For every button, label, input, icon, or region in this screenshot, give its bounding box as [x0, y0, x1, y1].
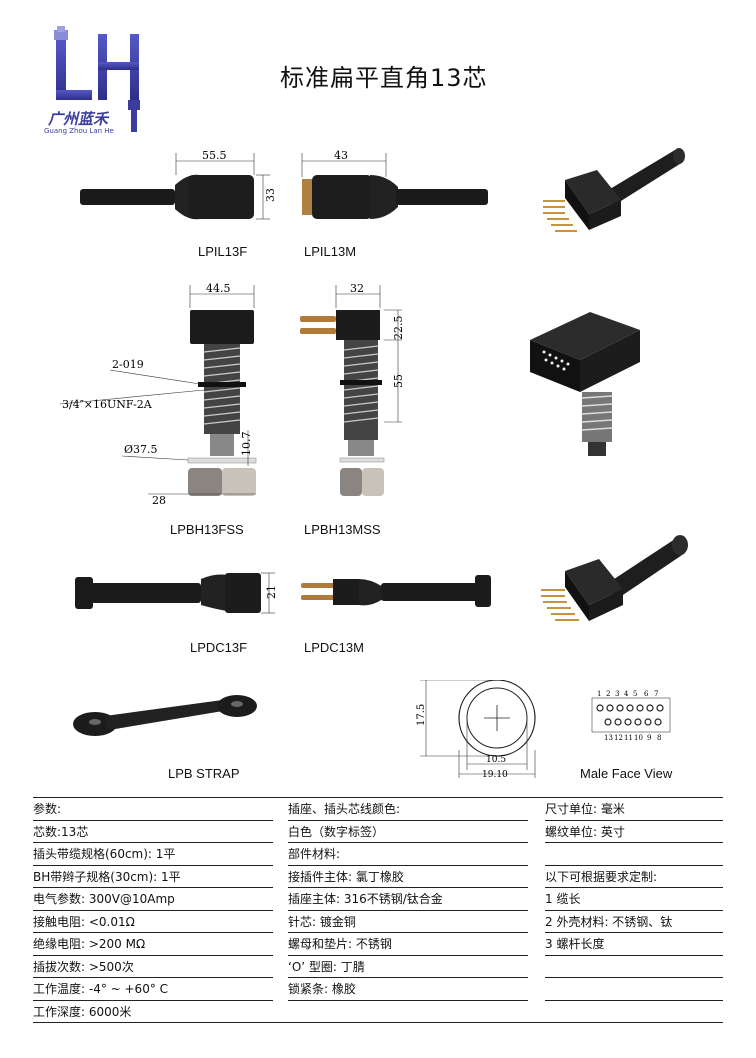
strap-drawing — [73, 695, 257, 736]
spec-row: 电气参数: 300V@10Amp — [33, 888, 273, 911]
logo-chinese-text: 广州蓝禾 — [48, 110, 109, 128]
lpdc13m-label: LPDC13M — [304, 640, 364, 655]
lpbh-drawing: 44.5 2-019 3/4″×16UNF-2A Ø37.5 10.7 28 3… — [59, 282, 405, 507]
logo-english-text: Guang Zhou Lan He — [44, 127, 114, 135]
lpil13m-pins — [302, 179, 312, 215]
spec-row: 部件材料: — [288, 843, 528, 866]
spec-row: ‘O’ 型圈: 丁腈 — [288, 956, 528, 978]
spec-row: 工作深度: 6000米 — [33, 1001, 723, 1023]
svg-text:11: 11 — [624, 734, 633, 742]
spec-top-rule — [33, 797, 723, 798]
lpil13m-cable — [396, 189, 488, 205]
svg-text:3: 3 — [615, 690, 619, 698]
spec-row: 锁紧条: 橡胶 — [288, 978, 528, 1001]
circle-drawing: 17.5 10.5 19.10 — [416, 680, 536, 780]
spec-row: 芯数:13芯 — [33, 821, 273, 843]
svg-text:8: 8 — [657, 734, 661, 742]
lpbh13mss-width-dim: 32 — [350, 282, 364, 295]
svg-text:1: 1 — [597, 690, 601, 698]
spec-row: 2 外壳材料: 不锈钢、钛 — [545, 911, 723, 933]
lpbh13fss-head — [190, 310, 254, 344]
svg-text:13: 13 — [604, 734, 613, 742]
spec-row: 插头带缆规格(60cm): 1平 — [33, 843, 273, 866]
lpbh13mss-body-dim: 55 — [392, 374, 405, 388]
spec-column-3: 尺寸单位: 毫米 螺纹单位: 英寸 以下可根据要求定制: 1 缆长 2 外壳材料… — [545, 798, 723, 1001]
lpbh13mss-top-dim: 22.5 — [392, 316, 405, 341]
spec-column-1: 参数: 芯数:13芯 插头带缆规格(60cm): 1平 BH带辫子规格(30cm… — [33, 798, 723, 1023]
strap-label: LPB STRAP — [168, 766, 240, 781]
lpil13f-cable — [80, 189, 175, 205]
circle-inner-dim: 10.5 — [486, 755, 506, 765]
spec-row — [545, 843, 723, 866]
lpil13m-width-dim: 43 — [334, 149, 348, 162]
spec-row: 尺寸单位: 毫米 — [545, 798, 723, 821]
spec-row: 针芯: 镀金铜 — [288, 911, 528, 933]
spec-row: 螺纹单位: 英寸 — [545, 821, 723, 843]
lpbh-3d-render — [530, 312, 640, 456]
spec-row: 参数: — [33, 798, 273, 821]
lpbh13fss-oring-dim: 2-019 — [112, 358, 144, 371]
spec-row — [545, 956, 723, 978]
spec-row: 1 缆长 — [545, 888, 723, 911]
spec-row: 白色（数字标签） — [288, 821, 528, 843]
spec-row: 插座主体: 316不锈钢/钛合金 — [288, 888, 528, 911]
svg-text:4: 4 — [624, 690, 629, 698]
lpil-drawing: 55.5 33 43 — [80, 149, 488, 220]
company-logo — [54, 26, 140, 132]
circle-outer-dim: 17.5 — [416, 704, 427, 726]
lpdc13f-height-dim: 21 — [265, 585, 278, 599]
spec-row — [545, 978, 723, 1001]
lpil13m-label: LPIL13M — [304, 244, 357, 259]
lpbh13fss-width-dim: 44.5 — [206, 282, 231, 295]
svg-text:5: 5 — [633, 690, 637, 698]
svg-text:9: 9 — [647, 734, 651, 742]
lpdc-drawing: 21 — [75, 572, 491, 614]
svg-text:10: 10 — [634, 734, 643, 742]
lpbh13fss-washer-dim: Ø37.5 — [124, 443, 158, 456]
lpbh13fss-label: LPBH13FSS — [170, 522, 244, 537]
spec-row: 插座、插头芯线颜色: — [288, 798, 528, 821]
svg-text:6: 6 — [644, 690, 649, 698]
spec-row: 接插件主体: 氯丁橡胶 — [288, 866, 528, 888]
lpil13f-width-dim: 55.5 — [202, 149, 227, 162]
lpbh13fss-thread-dim: 3/4″×16UNF-2A — [62, 398, 153, 411]
spec-row: 以下可根据要求定制: — [545, 866, 723, 888]
spec-row: 工作温度: -4° ~ +60° C — [33, 978, 273, 1001]
lpil13m-body — [312, 175, 372, 219]
spec-row: BH带辫子规格(30cm): 1平 — [33, 866, 273, 888]
lpbh13mss-head — [336, 310, 380, 340]
lpbh13fss-nut-dim: 28 — [152, 494, 166, 507]
page-title: 标准扁平直角13芯 — [280, 64, 488, 92]
svg-text:7: 7 — [654, 690, 658, 698]
lpdc-3d-render — [541, 535, 688, 621]
svg-text:12: 12 — [614, 734, 623, 742]
circle-total-dim: 19.10 — [482, 770, 508, 780]
lpbh13mss-thread — [344, 340, 378, 440]
lpil13f-height-dim: 33 — [264, 188, 277, 202]
lpil13f-label: LPIL13F — [198, 244, 248, 259]
lpil13f-body — [188, 175, 254, 219]
lpbh13mss-label: LPBH13MSS — [304, 522, 381, 537]
lpbh13fss-pin-dim: 10.7 — [240, 432, 253, 457]
spec-row: 3 螺杆长度 — [545, 933, 723, 956]
lpil-3d-render — [543, 148, 685, 232]
spec-row: 螺母和垫片: 不锈钢 — [288, 933, 528, 956]
spec-row: 绝缘电阻: >200 MΩ — [33, 933, 273, 956]
lpdc13f-label: LPDC13F — [190, 640, 248, 655]
spec-column-2: 插座、插头芯线颜色: 白色（数字标签） 部件材料: 接插件主体: 氯丁橡胶 插座… — [288, 798, 528, 1001]
spec-row: 接触电阻: <0.01Ω — [33, 911, 273, 933]
svg-text:2: 2 — [606, 690, 610, 698]
spec-row: 插拔次数: >500次 — [33, 956, 273, 978]
male-face-label: Male Face View — [580, 766, 673, 781]
